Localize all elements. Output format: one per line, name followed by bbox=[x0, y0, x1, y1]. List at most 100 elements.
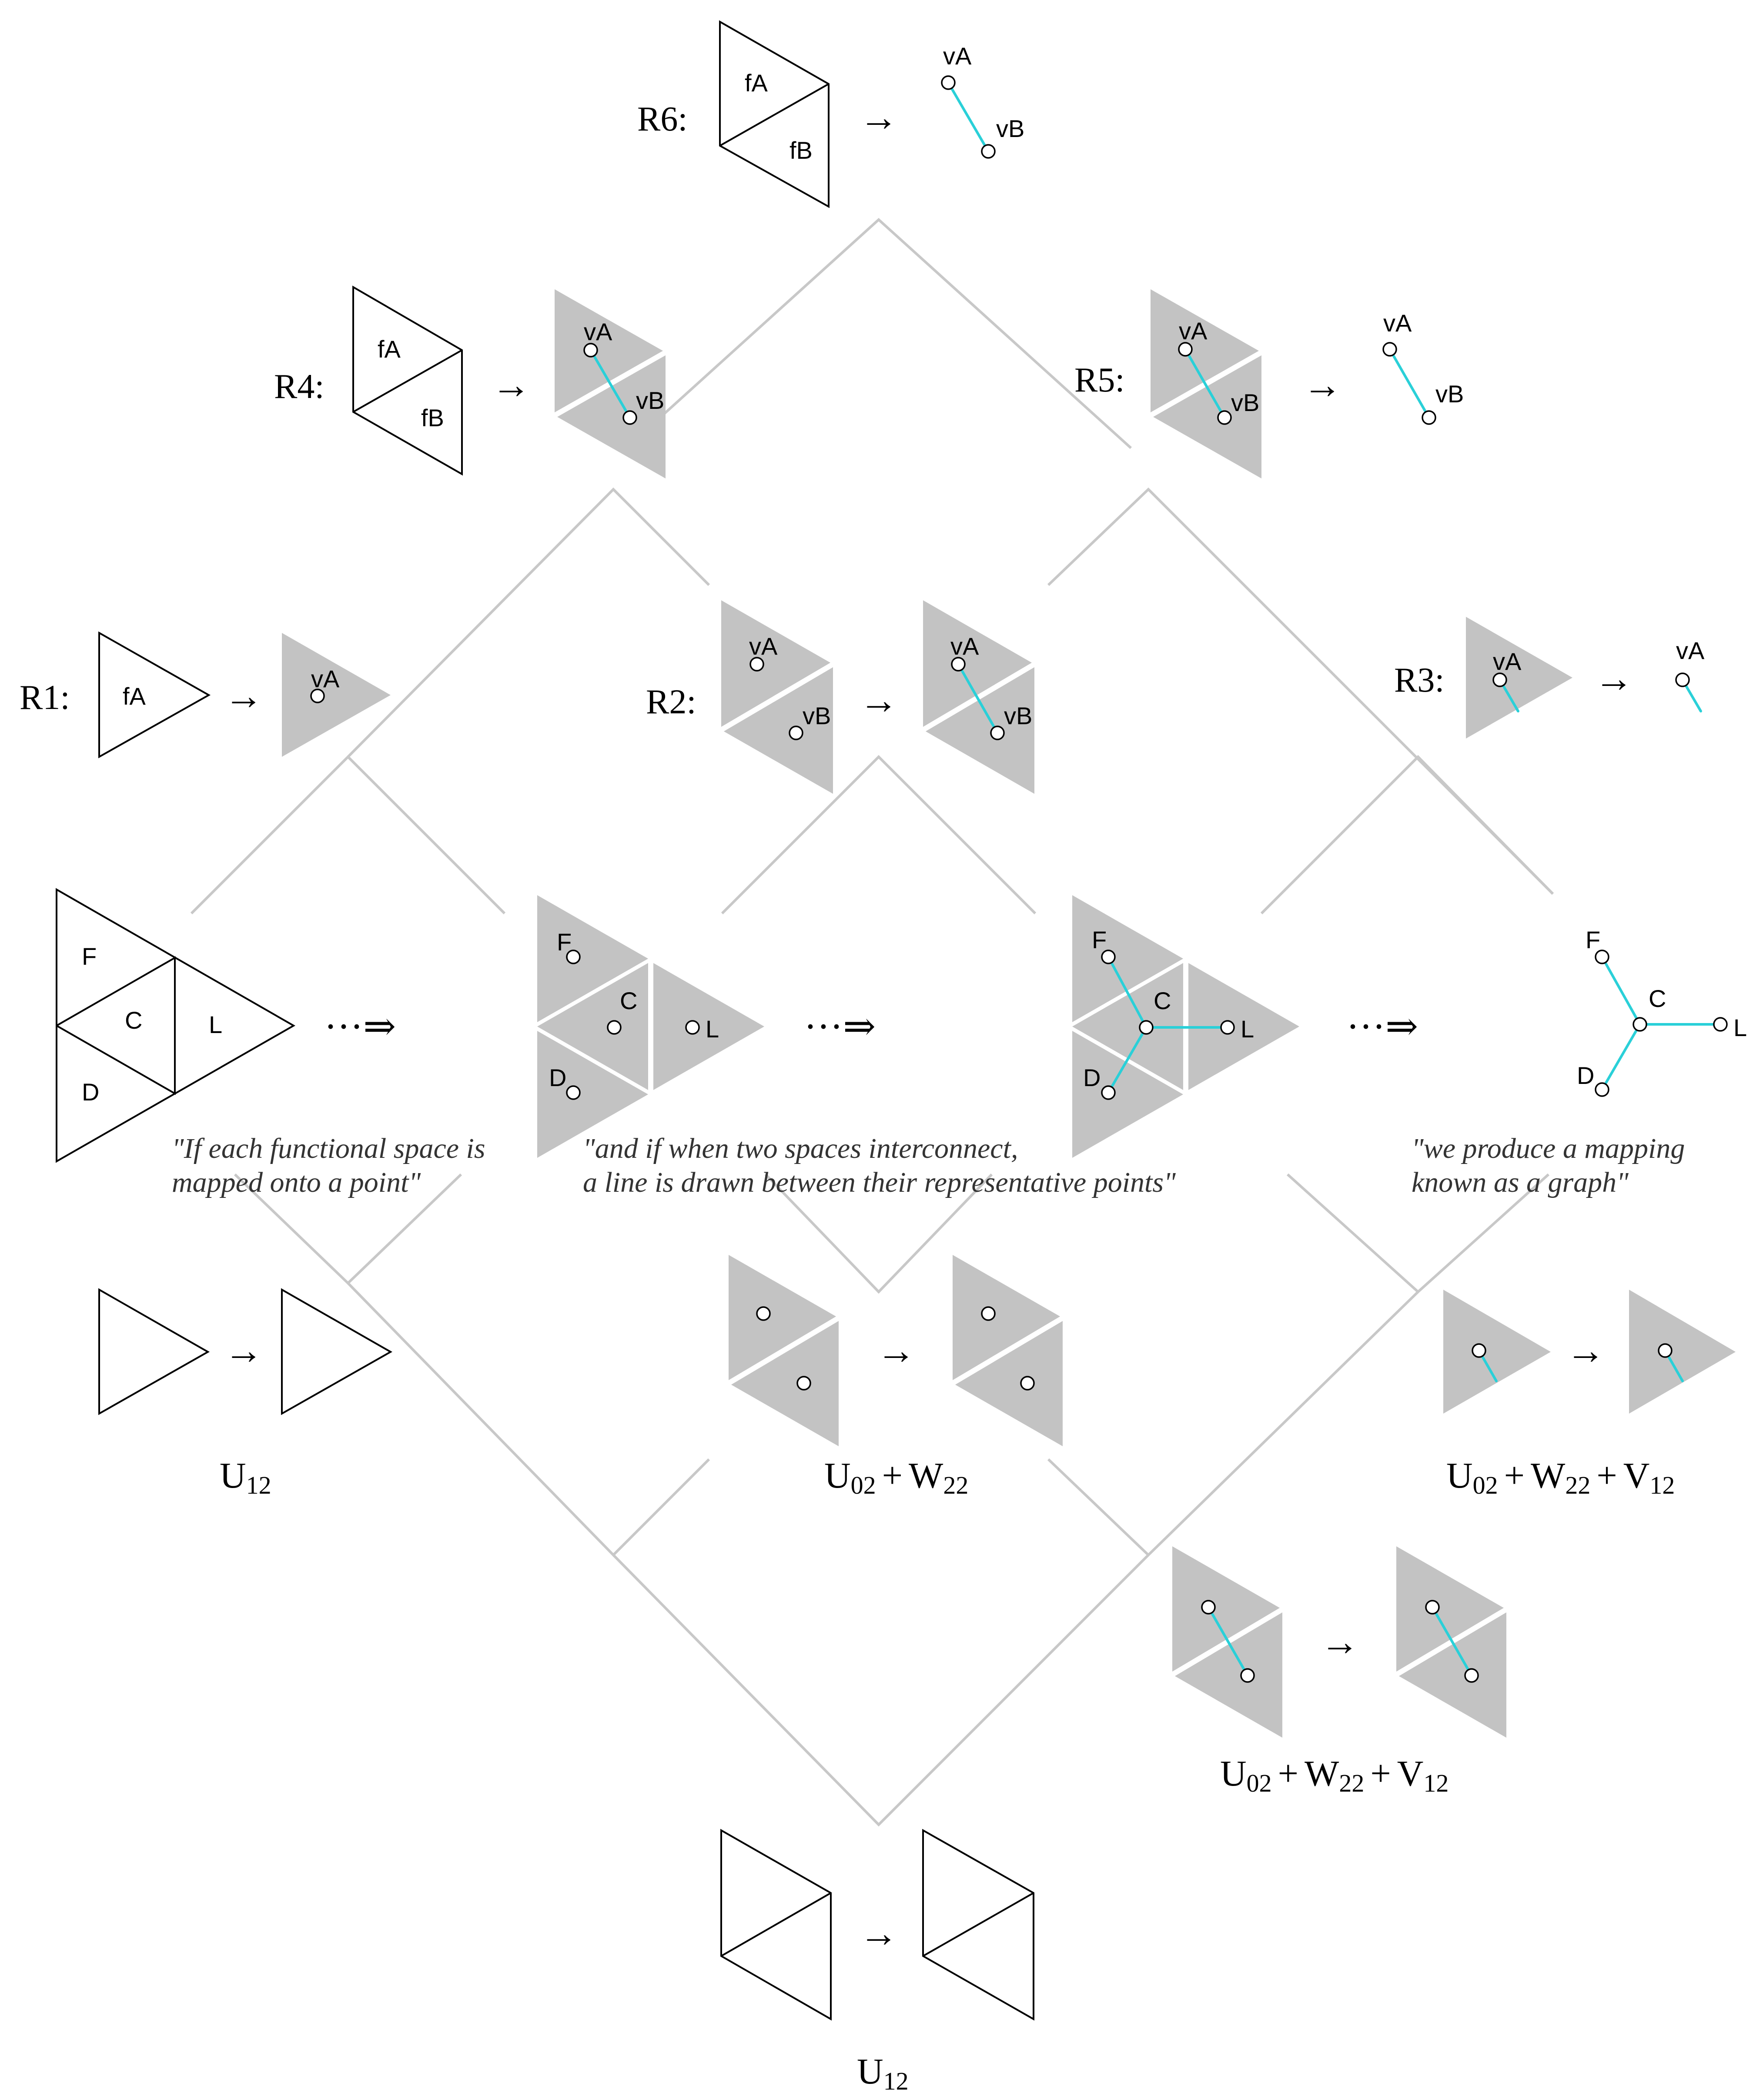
graph-edge-c-d bbox=[1601, 1023, 1641, 1091]
vertex-d bbox=[1101, 1085, 1116, 1100]
implies-icon: ···⇒ bbox=[1346, 1005, 1418, 1048]
vertex-label-va: vA bbox=[1383, 309, 1412, 337]
connector-right-bottom bbox=[1047, 1291, 1419, 1557]
face-separator bbox=[921, 662, 1036, 732]
rule-label-r4: R4: bbox=[274, 368, 324, 406]
vertex-label-va: vA bbox=[311, 665, 340, 692]
room-label-c: C bbox=[1649, 985, 1666, 1012]
room-label-d: D bbox=[1577, 1062, 1594, 1089]
vertex-label-vb: vB bbox=[996, 115, 1024, 142]
vertex-c bbox=[1139, 1020, 1154, 1035]
vertex-vb bbox=[622, 410, 637, 425]
graph-edge-c-f bbox=[1601, 956, 1641, 1026]
shaded-room-f bbox=[537, 895, 648, 1022]
shaded-room-c bbox=[537, 963, 648, 1090]
vertex-vb bbox=[789, 726, 803, 740]
room-label-c: C bbox=[1154, 987, 1171, 1014]
vertex-label-va: vA bbox=[749, 632, 778, 660]
vertex-c bbox=[1633, 1017, 1647, 1032]
room-label-c: C bbox=[620, 987, 637, 1014]
quote-3: "we produce a mapping known as a graph" bbox=[1412, 1133, 1685, 1198]
rule-r5: R5: vA vB → vA vB bbox=[1074, 289, 1464, 478]
arrow-icon: → bbox=[1566, 1329, 1605, 1372]
shaded-face bbox=[1466, 617, 1572, 739]
vertex bbox=[796, 1376, 811, 1391]
vertex-vb bbox=[981, 144, 996, 159]
graph-edge bbox=[1184, 348, 1226, 419]
plan-graph-overlay: F C L D ···⇒ bbox=[1072, 895, 1418, 1158]
example-u12-pair: → U12 bbox=[720, 1829, 1034, 2095]
vertex-f bbox=[566, 950, 581, 964]
vertex-va bbox=[1675, 672, 1690, 687]
example-u02-w22-v12-pair: → U02+W22+V12 bbox=[1171, 1546, 1508, 1797]
quote-1-line-1: "If each functional space is bbox=[172, 1133, 485, 1164]
graph-edge-c-f bbox=[1107, 956, 1147, 1029]
face-divider bbox=[719, 83, 829, 147]
example-u02-w22: → U02+W22 bbox=[727, 1255, 1064, 1499]
rule-label-r2: R2: bbox=[646, 683, 696, 721]
room-label-l: L bbox=[209, 1011, 222, 1038]
quote-3-line-2: known as a graph" bbox=[1412, 1167, 1629, 1198]
room-label-f: F bbox=[1092, 926, 1107, 953]
connector-lattice bbox=[190, 217, 1554, 1827]
graph-edge bbox=[1207, 1606, 1249, 1677]
vertex-label-vb: vB bbox=[1004, 702, 1032, 729]
vertex-va bbox=[1178, 342, 1193, 357]
vertex bbox=[1464, 1668, 1479, 1683]
rule-r6: R6: fA fB → vA vB bbox=[637, 20, 1024, 208]
vertex bbox=[1658, 1343, 1673, 1358]
vertex-label-va: vA bbox=[1493, 648, 1522, 675]
face-divider bbox=[923, 1892, 1034, 1957]
rule-r2: R2: vA vB → vA vB bbox=[646, 600, 1036, 794]
face-label-fb: fB bbox=[421, 404, 444, 431]
face-divider bbox=[721, 1892, 831, 1957]
vertex-va bbox=[310, 689, 325, 703]
vertex bbox=[756, 1306, 771, 1321]
face-label-fa: fA bbox=[378, 335, 401, 363]
face-outline bbox=[281, 1288, 393, 1415]
shaded-room-f bbox=[1072, 895, 1183, 1022]
rule-r3: R3: vA → vA bbox=[1394, 617, 1705, 739]
face-label-fb: fB bbox=[790, 137, 813, 164]
connector-r2-down bbox=[721, 755, 1037, 915]
graph-edge bbox=[1388, 348, 1430, 419]
vertex bbox=[1020, 1376, 1035, 1391]
vertex bbox=[1201, 1600, 1216, 1615]
plan-inner-lines bbox=[56, 956, 176, 1095]
vertex-vb bbox=[1422, 410, 1436, 425]
vertex-l bbox=[1713, 1017, 1728, 1032]
arrow-icon: → bbox=[859, 1912, 898, 1955]
formula-u02-w22-v12: U02+W22+V12 bbox=[1220, 1753, 1449, 1797]
connector-bottom-apex bbox=[612, 1554, 1150, 1827]
vertex-label-vb: vB bbox=[803, 702, 831, 729]
face-separator bbox=[727, 1315, 840, 1386]
quote-2-line-2: a line is drawn between their representa… bbox=[583, 1167, 1176, 1198]
vertex bbox=[1425, 1600, 1440, 1615]
vertex-l bbox=[1220, 1020, 1235, 1035]
example-u02-w22-v12-single: → U02+W22+V12 bbox=[1443, 1290, 1736, 1499]
vertex-label-vb: vB bbox=[636, 387, 664, 414]
connector-to-u02w22 bbox=[764, 1173, 993, 1294]
graph-edge bbox=[589, 349, 631, 419]
room-label-f: F bbox=[557, 928, 572, 956]
connector-u12-bottom bbox=[347, 1282, 710, 1557]
vertex-d bbox=[566, 1085, 581, 1100]
face-divider bbox=[353, 349, 462, 413]
connector-r1-r4-r2 bbox=[347, 487, 710, 758]
vertex-label-vb: vB bbox=[1231, 389, 1259, 416]
example-u12: → U12 bbox=[98, 1288, 393, 1499]
vertex-va bbox=[951, 657, 966, 672]
face-label-fa: fA bbox=[123, 682, 146, 710]
quote-3-line-1: "we produce a mapping bbox=[1412, 1133, 1685, 1164]
formula-u02-w22-v12: U02+W22+V12 bbox=[1446, 1455, 1675, 1499]
face-outline bbox=[98, 631, 211, 759]
vertex-l bbox=[685, 1020, 700, 1035]
vertex-va bbox=[1492, 672, 1507, 687]
face-separator bbox=[951, 1315, 1064, 1386]
vertex-label-vb: vB bbox=[1435, 380, 1464, 408]
vertex-vb bbox=[990, 726, 1005, 740]
quote-1-line-2: mapped onto a point" bbox=[172, 1167, 421, 1198]
arrow-icon: → bbox=[876, 1329, 916, 1372]
formula-u12: U12 bbox=[220, 1455, 271, 1499]
final-graph: F C L D bbox=[1577, 926, 1747, 1097]
